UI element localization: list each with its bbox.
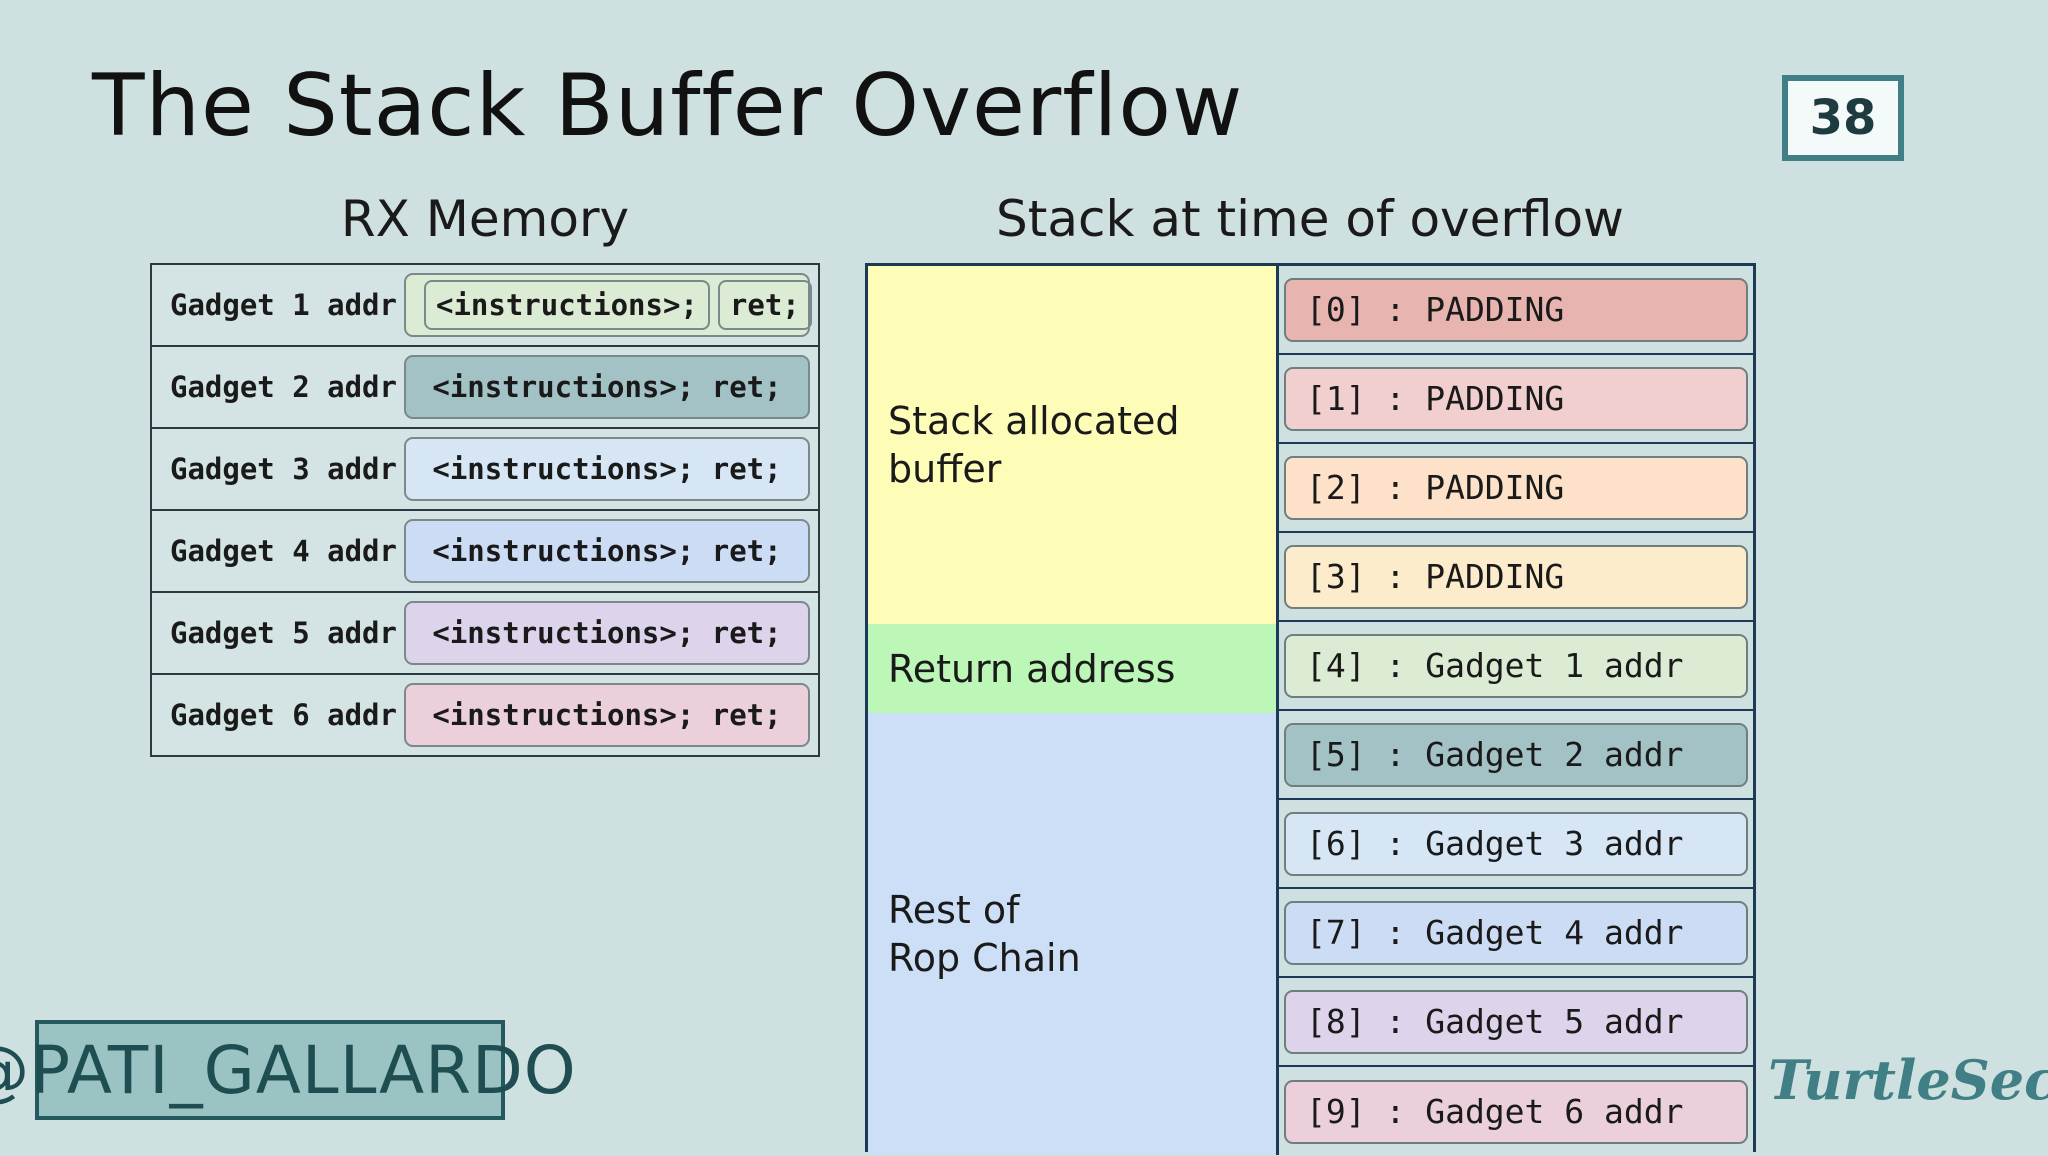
- gadget-label: Gadget 6 addr: [170, 698, 397, 732]
- buffer-label-line-1: Stack allocated: [888, 399, 1180, 443]
- gadget-label: Gadget 5 addr: [170, 616, 397, 650]
- rop-label-line-1: Rest of: [888, 888, 1020, 932]
- gadget-label: Gadget 3 addr: [170, 452, 397, 486]
- rx-row-gadget-2: Gadget 2 addr <instructions>; ret;: [152, 347, 818, 429]
- ret-chip: ret;: [717, 280, 812, 330]
- rx-row-gadget-1: Gadget 1 addr <instructions>; ret;: [152, 265, 818, 347]
- gadget-code: <instructions>; ret;: [404, 519, 810, 583]
- stack-heading: Stack at time of overflow: [996, 190, 1624, 248]
- buffer-label-line-2: buffer: [888, 447, 1002, 491]
- slot-box: [7] : Gadget 4 addr: [1284, 900, 1748, 965]
- gadget-code: <instructions>; ret;: [404, 273, 812, 337]
- stack-slot-7: [7] : Gadget 4 addr: [1279, 889, 1753, 978]
- rx-row-gadget-3: Gadget 3 addr <instructions>; ret;: [152, 429, 818, 511]
- stack-slot-8: [8] : Gadget 5 addr: [1279, 978, 1753, 1067]
- rx-memory-heading: RX Memory: [340, 190, 630, 248]
- instructions-chip: <instructions>;: [424, 280, 710, 330]
- brand-logo: TurtleSec: [1768, 1048, 2048, 1112]
- gadget-code: <instructions>; ret;: [404, 437, 810, 501]
- stack-slot-0: [0] : PADDING: [1279, 266, 1753, 355]
- page-number: 38: [1782, 75, 1904, 161]
- slide-title: The Stack Buffer Overflow: [92, 56, 1244, 156]
- slot-box: [0] : PADDING: [1284, 277, 1748, 342]
- stack-slot-6: [6] : Gadget 3 addr: [1279, 800, 1753, 889]
- stack-slot-2: [2] : PADDING: [1279, 444, 1753, 533]
- gadget-label: Gadget 1 addr: [170, 288, 397, 322]
- gadget-code: <instructions>; ret;: [404, 601, 810, 665]
- slot-box: [5] : Gadget 2 addr: [1284, 722, 1748, 787]
- slot-box: [4] : Gadget 1 addr: [1284, 633, 1748, 698]
- stack-slots: [0] : PADDING [1] : PADDING [2] : PADDIN…: [1279, 266, 1753, 1155]
- stack-slot-4: [4] : Gadget 1 addr: [1279, 622, 1753, 711]
- gadget-label: Gadget 2 addr: [170, 370, 397, 404]
- stack-diagram: Stack allocated buffer Return address Re…: [865, 263, 1756, 1155]
- stack-slot-9: [9] : Gadget 6 addr: [1279, 1067, 1753, 1156]
- stack-divider: [1276, 266, 1279, 1155]
- rx-row-gadget-6: Gadget 6 addr <instructions>; ret;: [152, 675, 818, 755]
- rx-memory-table: Gadget 1 addr <instructions>; ret; Gadge…: [150, 263, 820, 757]
- slot-box: [2] : PADDING: [1284, 455, 1748, 520]
- author-handle: @PATI_GALLARDO: [0, 1020, 576, 1120]
- rop-label-line-2: Rop Chain: [888, 936, 1081, 980]
- slot-box: [6] : Gadget 3 addr: [1284, 811, 1748, 876]
- stack-slot-5: [5] : Gadget 2 addr: [1279, 711, 1753, 800]
- slot-box: [1] : PADDING: [1284, 366, 1748, 431]
- stack-buffer-region: Stack allocated buffer: [868, 266, 1276, 624]
- rx-row-gadget-4: Gadget 4 addr <instructions>; ret;: [152, 511, 818, 593]
- rx-row-gadget-5: Gadget 5 addr <instructions>; ret;: [152, 593, 818, 675]
- gadget-label: Gadget 4 addr: [170, 534, 397, 568]
- slot-box: [9] : Gadget 6 addr: [1284, 1079, 1748, 1144]
- stack-slot-1: [1] : PADDING: [1279, 355, 1753, 444]
- rop-chain-region: Rest of Rop Chain: [868, 713, 1276, 1155]
- slot-box: [3] : PADDING: [1284, 544, 1748, 609]
- stack-slot-3: [3] : PADDING: [1279, 533, 1753, 622]
- return-address-label: Return address: [888, 646, 1176, 691]
- gadget-code: <instructions>; ret;: [404, 683, 810, 747]
- gadget-code: <instructions>; ret;: [404, 355, 810, 419]
- return-address-region: Return address: [868, 624, 1276, 713]
- slot-box: [8] : Gadget 5 addr: [1284, 989, 1748, 1054]
